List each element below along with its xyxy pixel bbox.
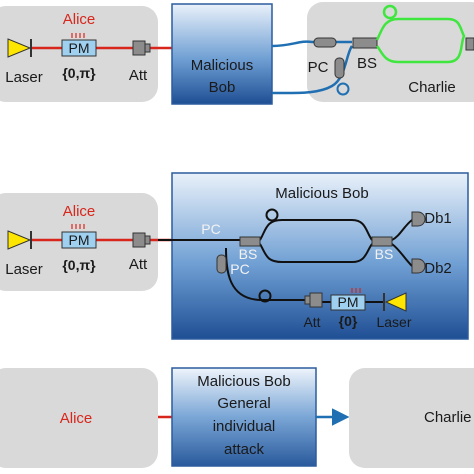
bob-label-3d: attack bbox=[224, 441, 265, 458]
detector-fiber-up bbox=[391, 219, 413, 241]
interferometer-bottom bbox=[259, 243, 373, 263]
bob-label-1b: Bob bbox=[209, 79, 236, 96]
attenuator-icon bbox=[132, 40, 151, 56]
inner-laser-label: Laser bbox=[376, 314, 411, 330]
green-interferometer bbox=[375, 17, 466, 64]
charlie-panel-3 bbox=[349, 368, 474, 468]
beam-splitter-2a bbox=[239, 236, 261, 247]
bob-title-2: Malicious Bob bbox=[275, 185, 368, 202]
interferometer-top bbox=[259, 219, 373, 241]
beam-splitter-2b bbox=[371, 236, 393, 247]
alice-panel-3 bbox=[0, 368, 158, 468]
attenuator-icon-2 bbox=[132, 232, 151, 248]
blue-fiber-bottom bbox=[271, 45, 354, 95]
pc-icon-2a bbox=[216, 254, 227, 274]
panel-1: Alice Laser PM {0,π} Att Malicious Bob bbox=[0, 2, 474, 105]
att-label-1: Att bbox=[129, 67, 148, 84]
charlie-panel-1 bbox=[307, 2, 474, 102]
beam-splitter-1 bbox=[352, 37, 378, 49]
charlie-detector bbox=[465, 37, 474, 51]
db1-label: Db1 bbox=[424, 210, 452, 227]
panel-3: Alice Malicious Bob General individual a… bbox=[0, 367, 474, 468]
inner-pm-label: PM bbox=[338, 294, 359, 310]
pm-ticks-1 bbox=[71, 33, 85, 38]
pc-label-2a: PC bbox=[201, 221, 220, 237]
fiber-loop-2a bbox=[265, 208, 279, 222]
malicious-bob-box-1 bbox=[171, 3, 273, 105]
alice-label-3: Alice bbox=[60, 410, 93, 427]
bob-label-3b: General bbox=[217, 395, 270, 412]
pc-top-icon bbox=[313, 37, 337, 48]
blue-fiber-top bbox=[271, 40, 352, 48]
bs-label-1: BS bbox=[357, 55, 377, 72]
pc-label-1: PC bbox=[308, 59, 329, 76]
laser-label-2: Laser bbox=[5, 261, 43, 278]
detector-fiber-down bbox=[391, 243, 413, 267]
laser-icon-2 bbox=[7, 230, 32, 250]
laser-icon bbox=[7, 38, 32, 58]
pm-ticks-2 bbox=[71, 224, 85, 229]
fiber-loop-1 bbox=[336, 82, 350, 96]
malicious-bob-box-3 bbox=[171, 367, 317, 467]
bob-label-3c: individual bbox=[213, 418, 276, 435]
inner-phase-label: {0} bbox=[339, 313, 358, 329]
phase-label-2: {0,π} bbox=[62, 257, 96, 273]
charlie-label-3: Charlie bbox=[424, 409, 472, 426]
db2-label: Db2 bbox=[424, 260, 452, 277]
inner-laser-icon bbox=[383, 292, 407, 312]
inner-phase-modulator bbox=[330, 294, 366, 311]
alice-label-2: Alice bbox=[63, 203, 96, 220]
att-label-2: Att bbox=[129, 256, 148, 273]
phase-modulator-2 bbox=[61, 231, 97, 249]
green-loop bbox=[382, 4, 398, 20]
detector-db2-icon bbox=[411, 258, 426, 274]
panel-2: Alice Laser PM {0,π} Att Malicious Bob bbox=[0, 172, 469, 340]
laser-label-1: Laser bbox=[5, 69, 43, 86]
detector-db1-icon bbox=[411, 211, 426, 227]
pc-side-icon bbox=[334, 57, 345, 79]
pm-label-2: PM bbox=[69, 232, 90, 248]
inner-attenuator-icon bbox=[304, 292, 323, 308]
inner-pm-ticks bbox=[351, 288, 361, 293]
phase-modulator-1 bbox=[61, 39, 97, 57]
charlie-label-1: Charlie bbox=[408, 79, 456, 96]
bob-label-3a: Malicious Bob bbox=[197, 373, 290, 390]
inner-att-label: Att bbox=[303, 314, 320, 330]
alice-label-1: Alice bbox=[63, 11, 96, 28]
pc-label-2b: PC bbox=[230, 261, 249, 277]
phase-label-1: {0,π} bbox=[62, 65, 96, 81]
fiber-loop-2b bbox=[258, 289, 272, 303]
bs-label-2b: BS bbox=[375, 246, 394, 262]
bob-label-1a: Malicious bbox=[191, 57, 254, 74]
pm-label-1: PM bbox=[69, 40, 90, 56]
bs-label-2a: BS bbox=[239, 246, 258, 262]
